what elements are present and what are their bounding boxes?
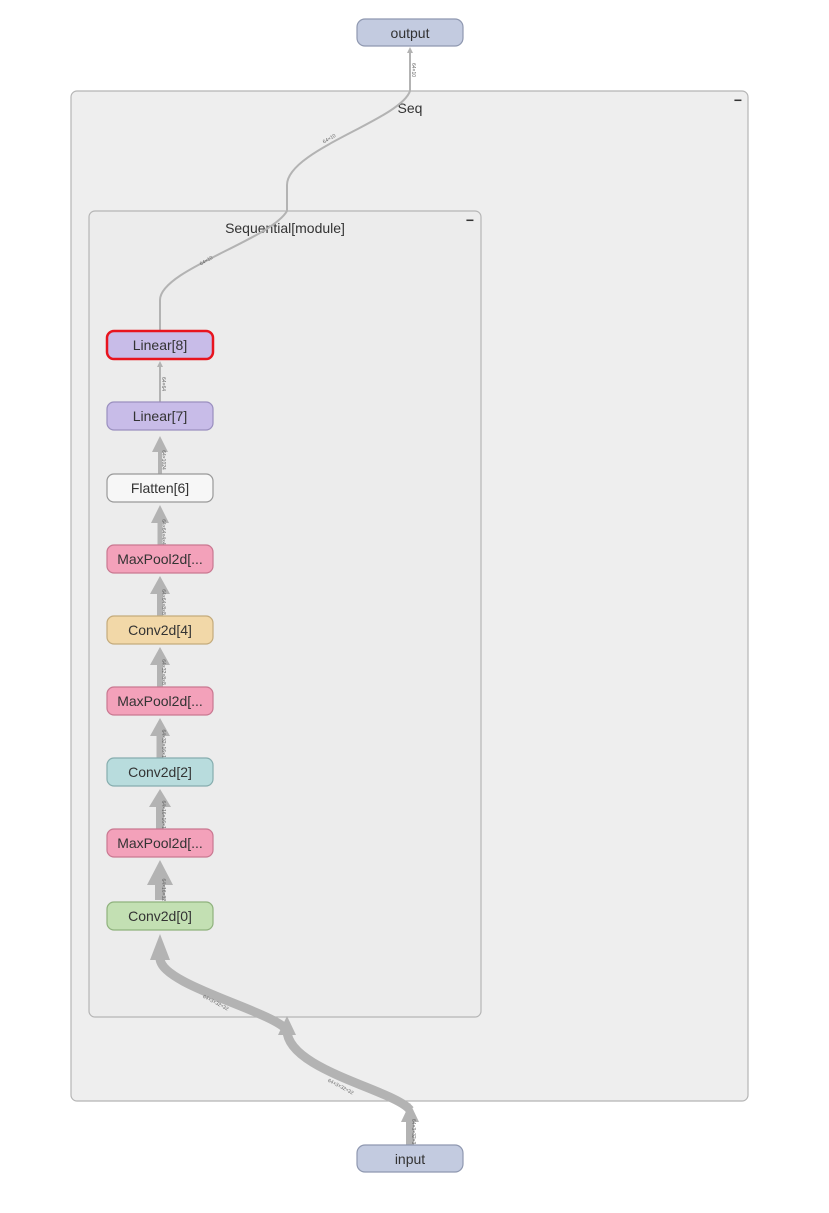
node-input-label: input	[395, 1151, 425, 1167]
sequential-module-label: Sequential[module]	[225, 220, 345, 236]
node-flatten-6-label: Flatten[6]	[131, 480, 189, 496]
node-conv2d-2-label: Conv2d[2]	[128, 764, 192, 780]
label-maxpool5-to-flatten: 64×64×4×4	[160, 519, 166, 545]
seq-group-label: Seq	[398, 100, 423, 116]
node-maxpool2d-3-label: MaxPool2d[...	[117, 693, 203, 709]
node-maxpool2d-1[interactable]: MaxPool2d[...	[106, 828, 214, 858]
label-linear7-to-linear8: 64×64	[160, 377, 166, 391]
sequential-collapse-button[interactable]: −	[466, 212, 474, 228]
node-linear-7[interactable]: Linear[7]	[106, 401, 214, 431]
label-input-to-seq: 64×3×32×32	[410, 1119, 416, 1147]
node-conv2d-4[interactable]: Conv2d[4]	[106, 615, 214, 645]
node-conv2d-0[interactable]: Conv2d[0]	[106, 901, 214, 931]
edges-chain	[147, 436, 419, 1145]
node-conv2d-0-label: Conv2d[0]	[128, 908, 192, 924]
label-flatten-to-linear7: 64×1024	[160, 450, 166, 470]
label-conv0-to-maxpool1: 64×16×32×32	[160, 878, 166, 909]
node-linear-7-label: Linear[7]	[133, 408, 187, 424]
node-input[interactable]: input	[356, 1144, 464, 1173]
node-linear-8-label: Linear[8]	[133, 337, 187, 353]
edge-inner-to-seq	[286, 90, 411, 211]
label-maxpool3-to-conv4: 64×32×8×8	[160, 659, 166, 685]
seq-collapse-button[interactable]: −	[734, 92, 742, 108]
label-maxpool1-to-conv2: 64×16×16×16	[160, 800, 166, 831]
label-seq-to-output: 64×10	[410, 63, 416, 77]
node-output[interactable]: output	[356, 18, 464, 47]
edges-top	[157, 47, 413, 402]
label-conv4-to-maxpool5: 64×64×8×8	[160, 589, 166, 615]
node-flatten-6[interactable]: Flatten[6]	[106, 473, 214, 503]
node-conv2d-4-label: Conv2d[4]	[128, 622, 192, 638]
edge-seq-to-inner	[282, 1029, 414, 1114]
node-maxpool2d-5[interactable]: MaxPool2d[...	[106, 544, 214, 574]
node-maxpool2d-3[interactable]: MaxPool2d[...	[106, 686, 214, 716]
node-maxpool2d-1-label: MaxPool2d[...	[117, 835, 203, 851]
edge-linear8-to-inner	[159, 210, 288, 331]
label-conv2-to-maxpool3: 64×32×16×16	[160, 729, 166, 760]
node-conv2d-2[interactable]: Conv2d[2]	[106, 757, 214, 787]
edge-inner-to-conv0	[155, 956, 291, 1034]
node-output-label: output	[391, 25, 430, 41]
node-linear-8[interactable]: Linear[8]	[105, 329, 215, 361]
node-maxpool2d-5-label: MaxPool2d[...	[117, 551, 203, 567]
